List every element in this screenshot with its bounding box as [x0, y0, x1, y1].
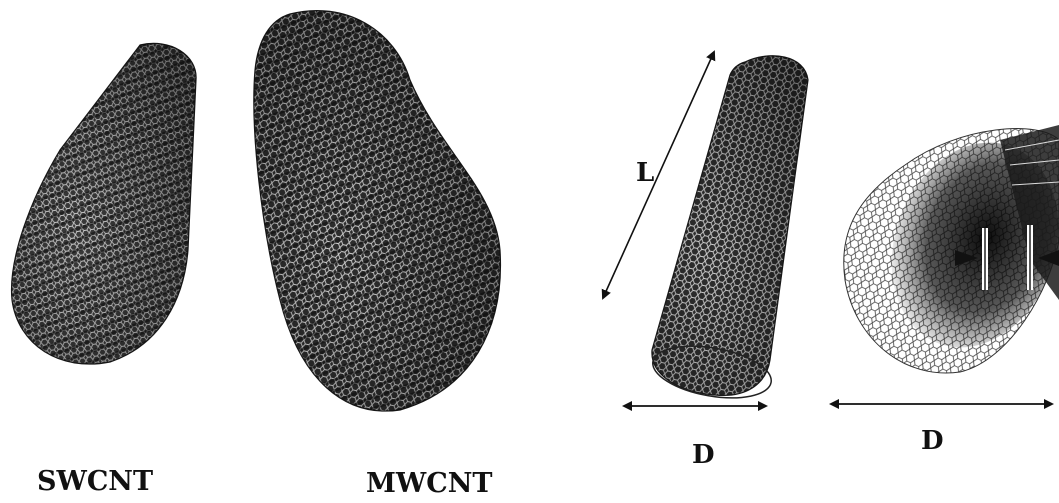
diameter-label-single: D — [692, 442, 715, 468]
swcnt-tube — [12, 43, 197, 364]
length-label: L — [636, 160, 654, 186]
diameter-label-multi: D — [921, 428, 944, 454]
swcnt-label: SWCNT — [37, 468, 153, 495]
single-cnt-cylinder — [649, 56, 808, 406]
mwcnt-tube — [254, 11, 501, 411]
mwcnt-label: MWCNT — [366, 470, 492, 497]
open-cnt-cylinder — [844, 119, 1059, 373]
